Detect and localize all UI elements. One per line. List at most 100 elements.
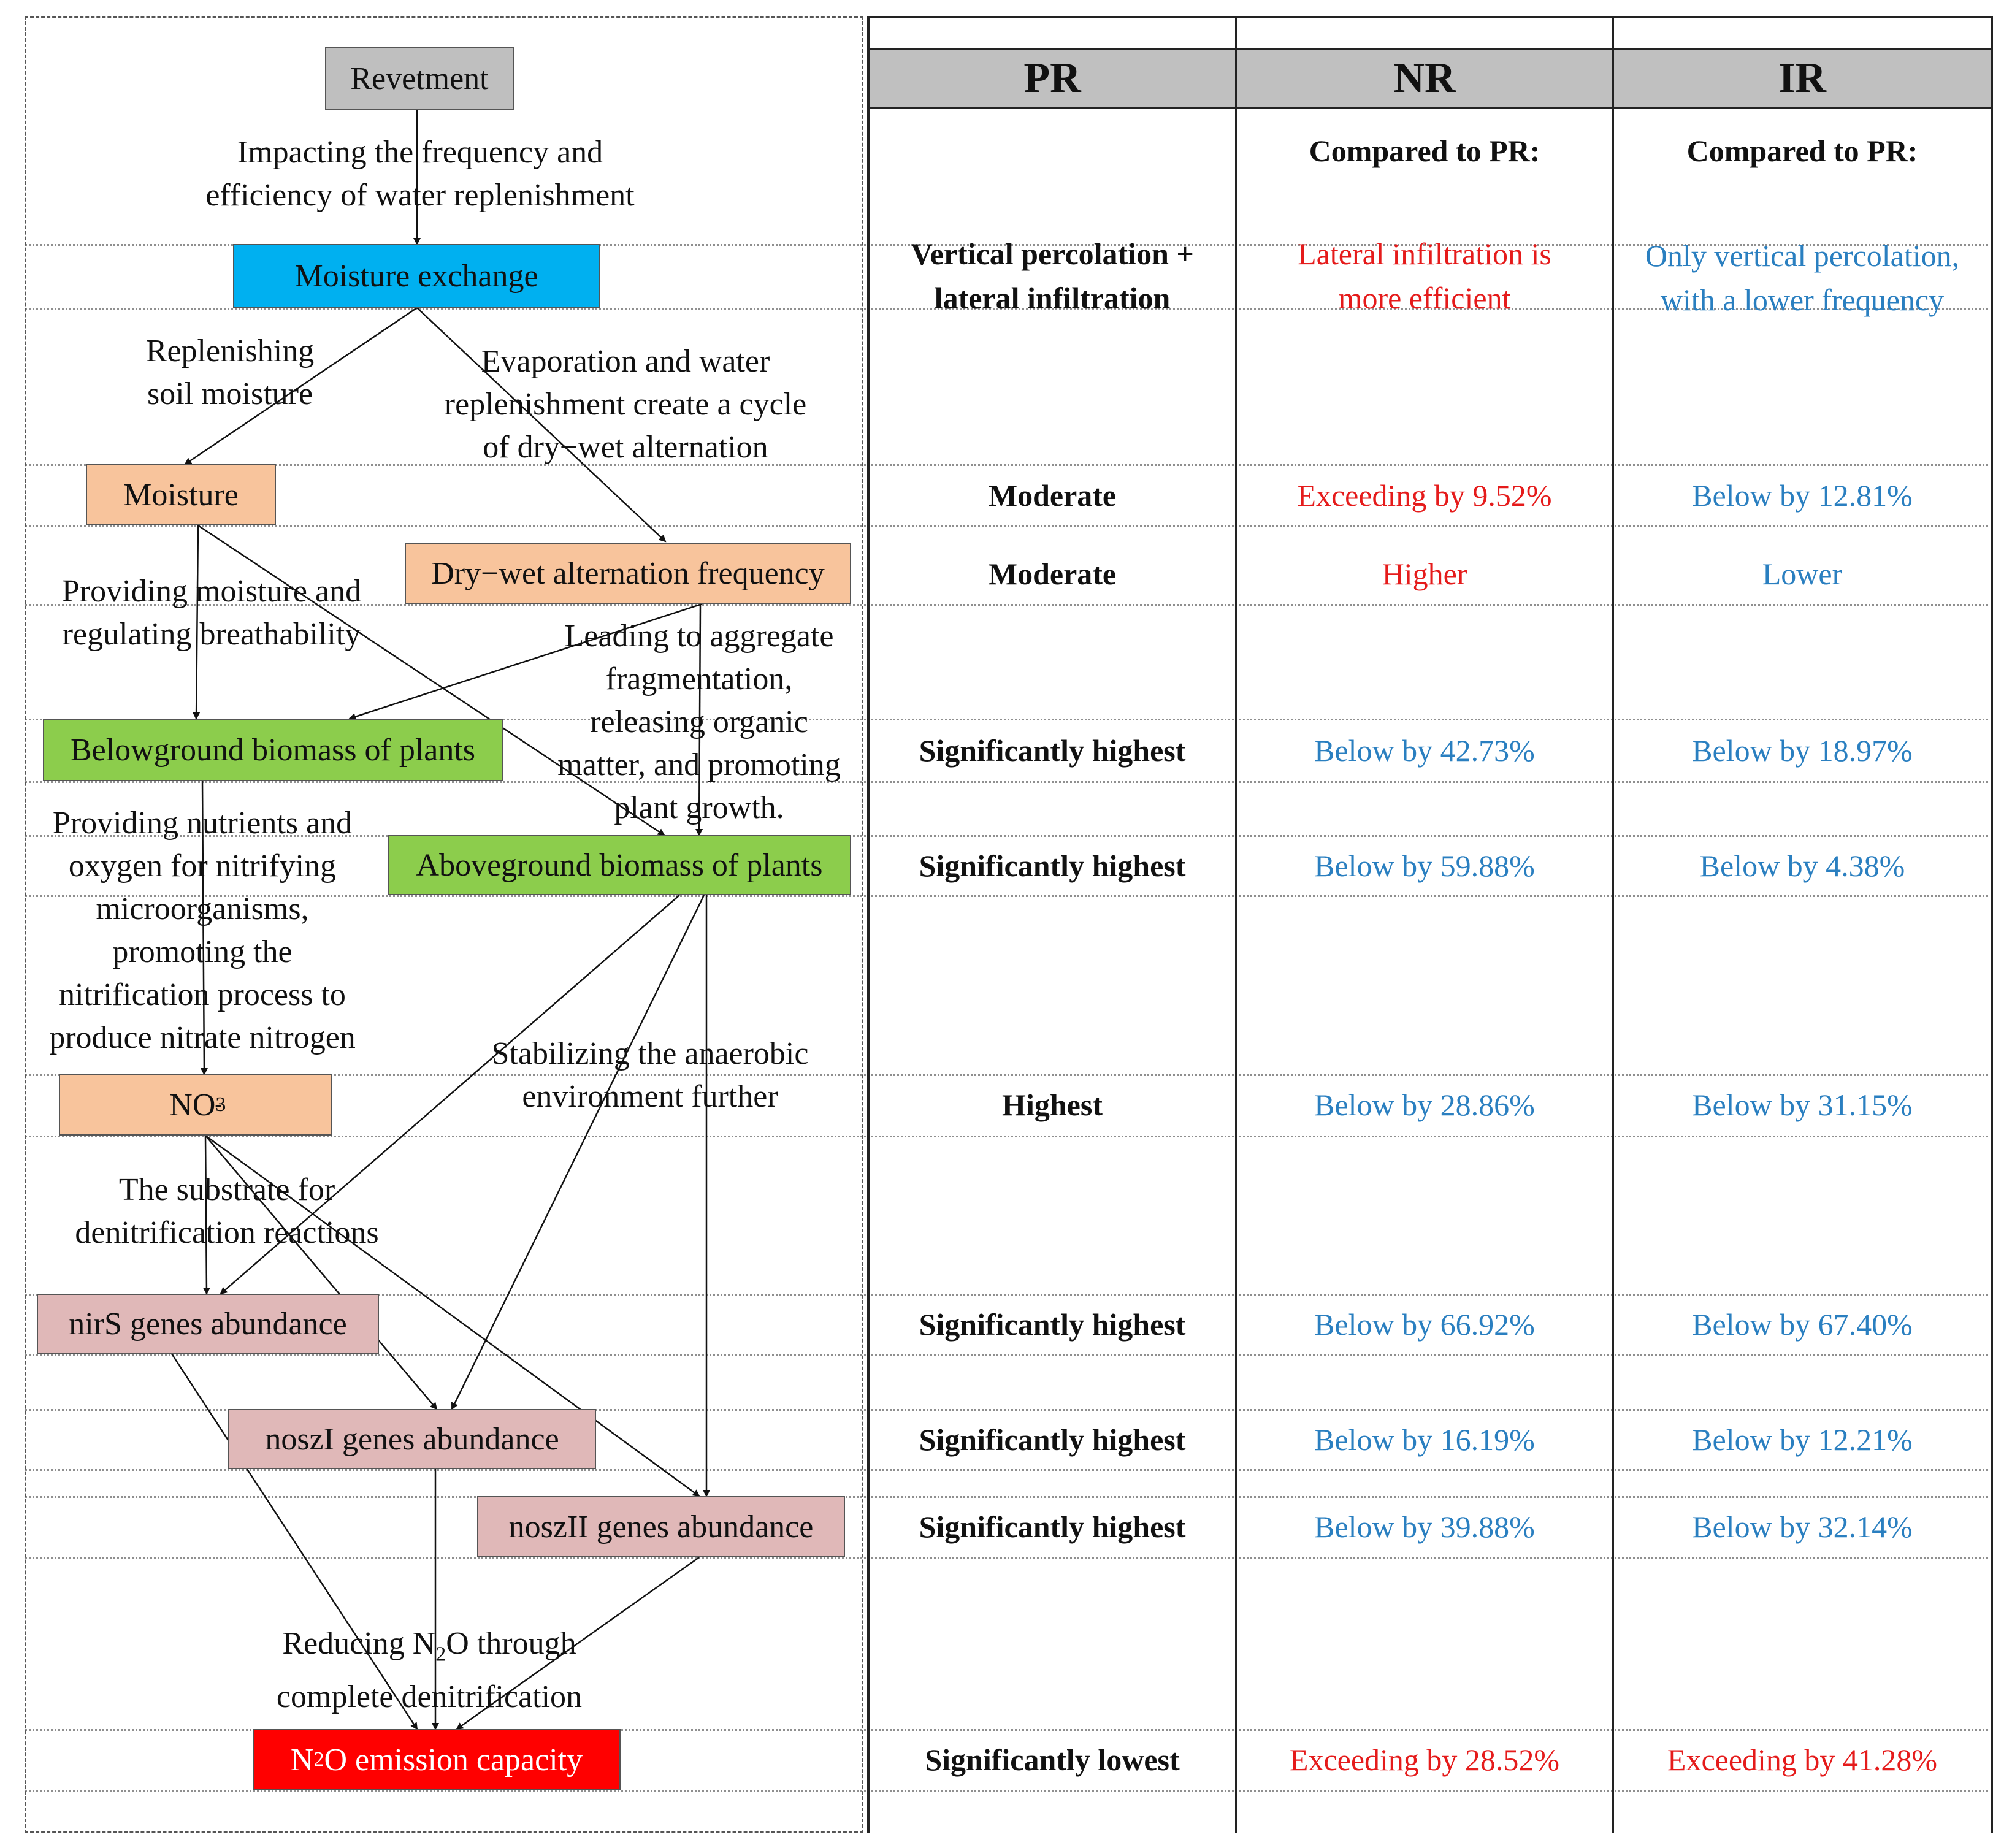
label-line: The substrate for	[118, 1172, 335, 1207]
row-8-pr: Significantly highest	[919, 1510, 1186, 1544]
label-line: Providing nutrients and	[52, 806, 353, 841]
nr-compared-note: Compared to PR:	[1309, 134, 1540, 168]
label-substrate: The substrate for denitrification reacti…	[37, 1169, 417, 1254]
row-5-pr: Highest	[1002, 1088, 1103, 1122]
row-1-ir: Below by 12.81%	[1692, 478, 1913, 513]
row-9-nr: Exceeding by 28.52%	[1289, 1743, 1560, 1777]
label-evaporation: Evaporation and water replenishment crea…	[405, 340, 846, 469]
label-line: releasing organic	[590, 704, 808, 739]
ir-compared-note: Compared to PR:	[1686, 134, 1918, 168]
row-7-pr: Significantly highest	[919, 1422, 1186, 1457]
node-dry-wet-frequency: Dry−wet alternation frequency	[405, 543, 851, 604]
arrow-above-to-noszi	[451, 895, 705, 1410]
node-noszi-genes: noszI genes abundance	[228, 1409, 596, 1469]
label-providing-moisture: Providing moisture and regulating breath…	[31, 570, 392, 656]
row-1-nr: Exceeding by 9.52%	[1297, 478, 1552, 513]
label-line: of dry−wet alternation	[483, 430, 768, 465]
node-aboveground-biomass: Aboveground biomass of plants	[388, 835, 851, 895]
label-line: denitrification reactions	[75, 1215, 379, 1250]
label-fragment: Reducing N	[282, 1626, 436, 1661]
row-4-nr: Below by 59.88%	[1314, 849, 1535, 883]
label-line: fragmentation,	[605, 662, 793, 697]
arrow-nosz2-to-n2o	[456, 1556, 700, 1730]
row-0-ir: Only vertical percolation, with a lower …	[1645, 239, 1960, 317]
header-pr: PR	[1023, 55, 1081, 102]
label-line: Impacting the frequency and	[237, 135, 603, 170]
header-ir: IR	[1778, 55, 1826, 102]
row-2-pr: Moderate	[988, 557, 1117, 591]
label-line: Evaporation and water	[481, 344, 770, 379]
header-nr: NR	[1393, 55, 1456, 102]
label-line: matter, and promoting	[557, 747, 841, 782]
n2o-subscript: 2	[313, 1748, 324, 1771]
row-7-ir: Below by 12.21%	[1692, 1422, 1913, 1457]
node-moisture: Moisture	[86, 464, 276, 525]
arrow-moisture-to-aboveground	[197, 524, 665, 836]
row-0-nr: Lateral infiltration is more efficient	[1298, 237, 1551, 315]
row-3-pr: Significantly highest	[919, 733, 1186, 768]
label-line: efficiency of water replenishment	[205, 178, 635, 213]
arrow-nirs-to-n2o	[170, 1353, 418, 1730]
arrow-drywet-to-aboveground	[695, 603, 703, 836]
row-8-ir: Below by 32.14%	[1692, 1510, 1913, 1544]
guide-line	[25, 525, 1993, 527]
arrow-exchange-to-moisture	[184, 307, 418, 465]
guide-line	[25, 781, 1993, 783]
row-5-ir: Below by 31.15%	[1692, 1088, 1913, 1122]
guide-line	[25, 1496, 1993, 1498]
row-0-pr: Vertical percolation + lateral infiltrat…	[911, 237, 1194, 315]
n2o-suffix: O emission capacity	[324, 1742, 583, 1777]
n2o-prefix: N	[290, 1742, 314, 1777]
arrow-moisture-to-belowground	[193, 525, 201, 720]
arrow-exchange-to-drywet	[416, 307, 667, 543]
label-line: environment further	[522, 1079, 778, 1114]
label-providing-nutrients: Providing nutrients and oxygen for nitri…	[18, 802, 386, 1060]
arrow-no3-to-nirs	[202, 1135, 210, 1295]
no3-base: NO	[169, 1087, 216, 1123]
row-9-pr: Significantly lowest	[925, 1743, 1180, 1777]
label-line: Reducing N2O through	[233, 1622, 625, 1676]
label-line: Stabilizing the anaerobic	[491, 1036, 809, 1071]
guide-line	[25, 1557, 1993, 1559]
guide-line	[25, 719, 1993, 720]
label-impacting: Impacting the frequency and efficiency o…	[178, 131, 662, 217]
label-line: nitrification process to	[59, 977, 346, 1012]
arrow-no3-to-noszi	[205, 1135, 438, 1410]
no3-subscript: 3	[215, 1093, 226, 1116]
node-moisture-exchange: Moisture exchange	[233, 244, 600, 308]
guide-line	[25, 1074, 1993, 1076]
row-9-ir: Exceeding by 41.28%	[1667, 1743, 1938, 1777]
arrow-no3-to-nosz2	[205, 1134, 700, 1497]
label-replenishing: Replenishing soil moisture	[110, 330, 350, 416]
label-line: Leading to aggregate	[564, 619, 834, 654]
row-3-nr: Below by 42.73%	[1314, 733, 1535, 768]
guide-line	[25, 604, 1993, 606]
label-fragment: O through	[446, 1626, 576, 1661]
row-6-nr: Below by 66.92%	[1314, 1307, 1535, 1342]
row-4-ir: Below by 4.38%	[1699, 849, 1905, 883]
table-divider	[1991, 16, 1993, 1833]
row-3-ir: Below by 18.97%	[1692, 733, 1913, 768]
guide-line	[25, 1729, 1993, 1731]
label-line: microorganisms,	[96, 892, 309, 926]
guide-line	[25, 1469, 1993, 1471]
label-reducing: Reducing N2O through complete denitrific…	[233, 1622, 625, 1719]
arrow-drywet-to-belowground	[348, 603, 703, 720]
row-7-nr: Below by 16.19%	[1314, 1422, 1535, 1457]
label-line: regulating breathability	[62, 617, 361, 652]
guide-line	[25, 1790, 1993, 1792]
node-belowground-biomass: Belowground biomass of plants	[43, 719, 503, 781]
guide-line	[25, 1294, 1993, 1296]
table-top-border	[870, 16, 1993, 18]
label-line: plant growth.	[614, 790, 784, 825]
row-5-nr: Below by 28.86%	[1314, 1088, 1535, 1122]
arrow-above-to-nirs	[220, 895, 680, 1295]
table-header-band	[870, 48, 1993, 109]
row-1-pr: Moderate	[988, 478, 1117, 513]
no3-superscript: -	[215, 1093, 222, 1116]
table-divider	[1235, 16, 1237, 1833]
label-line: promoting the	[112, 934, 293, 969]
